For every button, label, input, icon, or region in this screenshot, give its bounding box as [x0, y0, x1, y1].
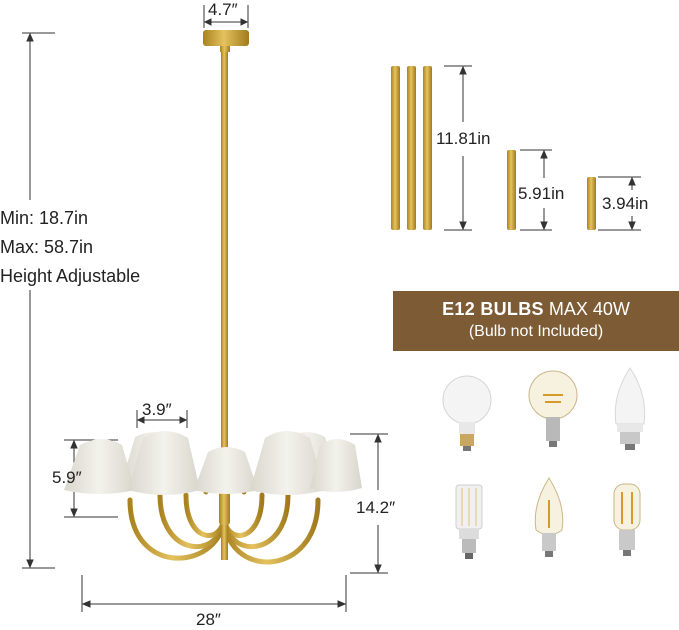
body-height-label: 14.2″	[356, 498, 396, 517]
extension-rods	[391, 66, 596, 230]
height-adjustable-label: Height Adjustable	[0, 266, 141, 286]
shade-height-label: 5.9″	[52, 468, 82, 487]
total-width-label: 28″	[196, 610, 221, 629]
bulb-max-wattage: MAX 40W	[548, 299, 630, 319]
bulb-type: E12 BULBS	[442, 299, 544, 319]
rod-medium-label: 5.91in	[518, 184, 565, 204]
rod-long-label: 11.81in	[436, 129, 491, 149]
chandelier-illustration	[64, 30, 362, 565]
shade-width-label: 3.9″	[142, 400, 172, 419]
height-min-label: Min: 18.7in	[0, 208, 89, 228]
rod-short-label: 3.94in	[602, 194, 649, 214]
bulb-not-included-note: (Bulb not Included)	[468, 323, 604, 340]
height-max-label: Max: 58.7in	[0, 237, 94, 257]
bulb-info-banner: E12 BULBS MAX 40W (Bulb not Included)	[393, 291, 679, 351]
bulb-icons	[442, 367, 646, 559]
bulb-spec-line: E12 BULBS MAX 40W	[393, 299, 679, 320]
canopy-width-label: 4.7″	[208, 0, 238, 19]
